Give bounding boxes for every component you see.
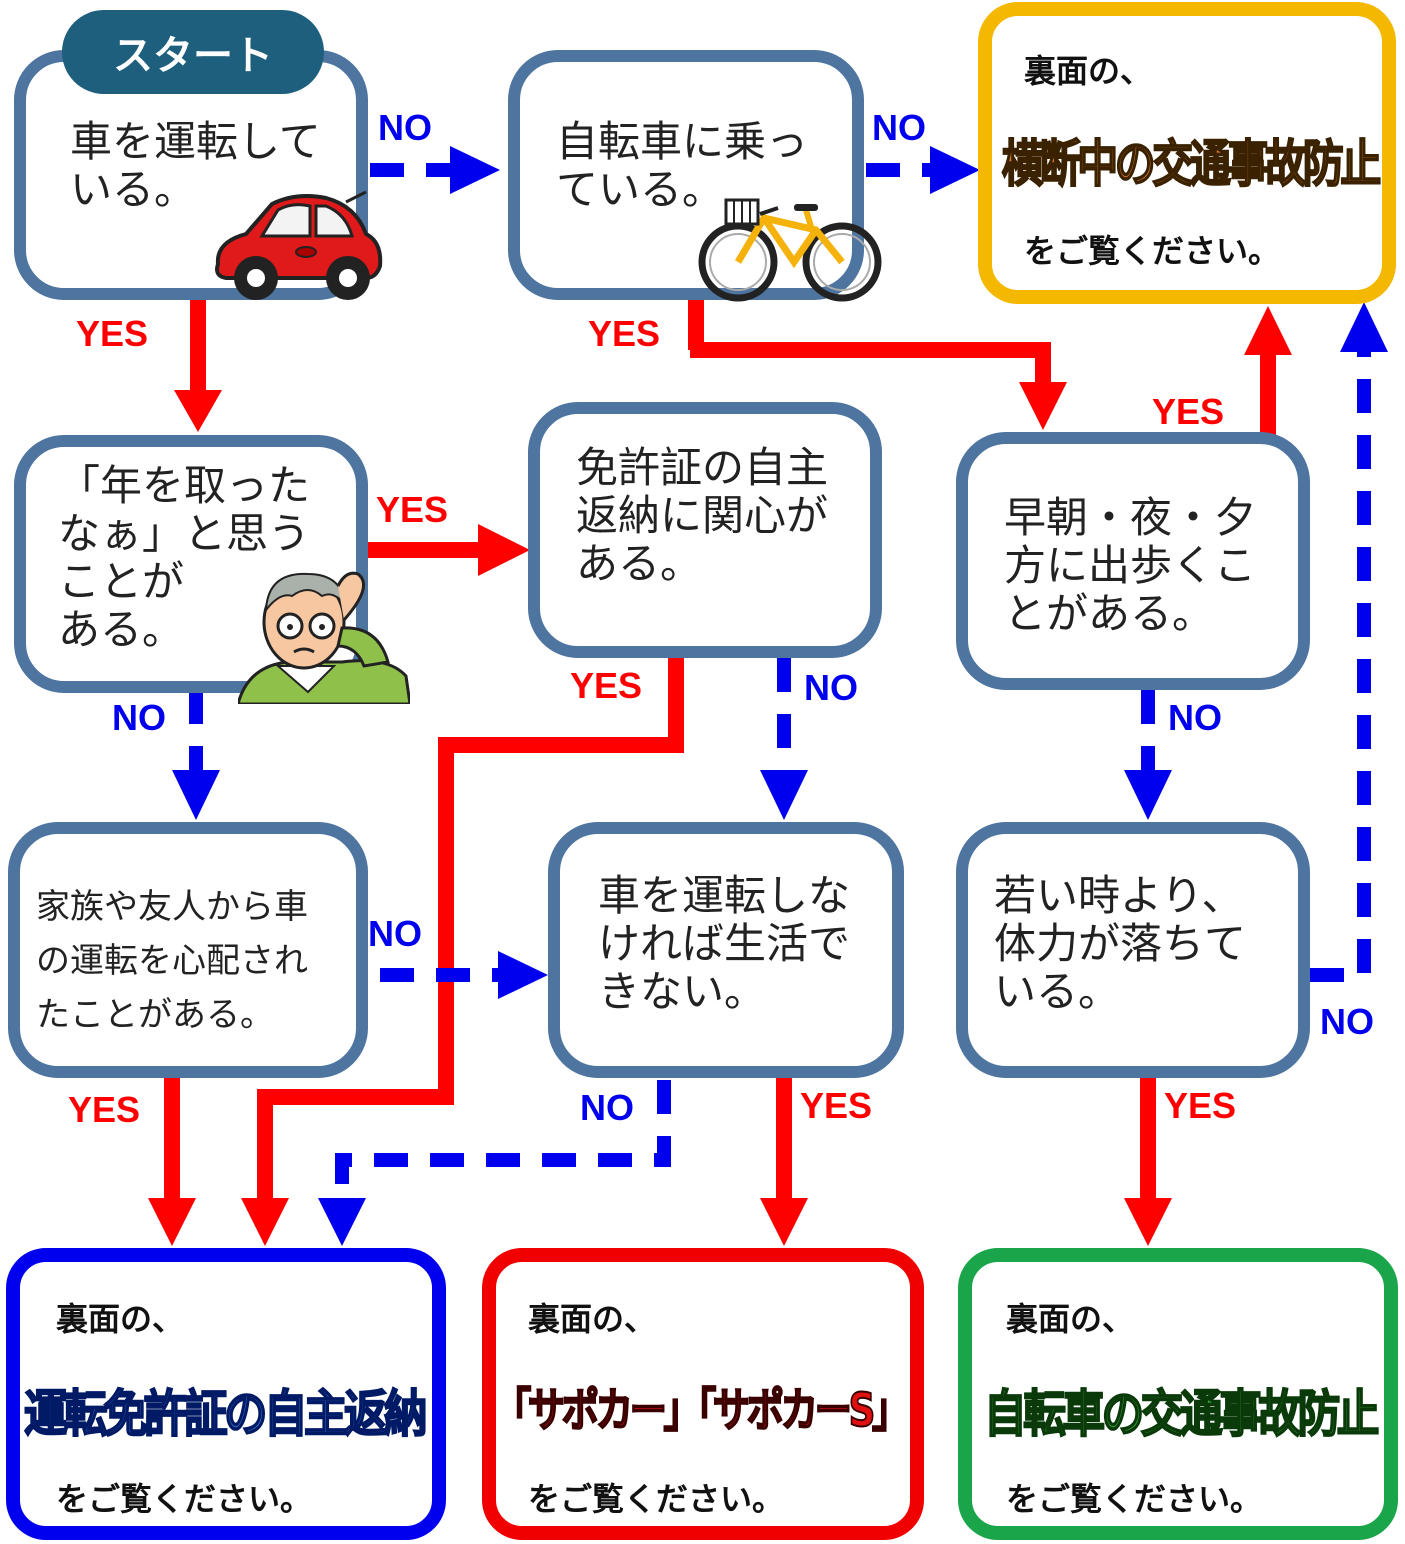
result-crossing-box bbox=[978, 2, 1396, 304]
label-yes-getting-old: YES bbox=[376, 489, 449, 530]
label-no-stamina: NO bbox=[1320, 1001, 1374, 1042]
car-illustration bbox=[215, 190, 383, 300]
question-driving-text: 車を運転して いる。 bbox=[70, 117, 321, 214]
result-bicycle-safety-title: 自転車の交通事故防止 bbox=[983, 1384, 1380, 1444]
result-support-car-prefix: 裏面の、 bbox=[528, 1300, 657, 1338]
result-support-car-title: 「サポカー」「サポカーS」 bbox=[493, 1382, 910, 1438]
result-crossing-suffix: をご覧ください。 bbox=[1024, 232, 1281, 270]
label-no-outing: NO bbox=[1168, 697, 1222, 738]
label-no-need-car: NO bbox=[580, 1087, 634, 1128]
question-family-worry-text: 家族や友人から車 の運転を心配され たことがある。 bbox=[36, 887, 308, 1035]
question-outing-box bbox=[956, 432, 1310, 690]
result-license-box bbox=[6, 1248, 446, 1540]
result-bicycle-safety-suffix: をご覧ください。 bbox=[1006, 1480, 1263, 1518]
start-badge: スタート bbox=[62, 10, 324, 94]
elderly-man-illustration bbox=[238, 571, 410, 704]
question-getting-old-text: 「年を取った なぁ」と思う ことが ある。 bbox=[58, 461, 311, 654]
question-need-car-box bbox=[548, 822, 904, 1078]
label-yes-bicycle: YES bbox=[588, 313, 661, 354]
yes-arrowheads bbox=[148, 306, 1292, 1246]
question-license-interest-box bbox=[528, 402, 882, 658]
label-yes-stamina: YES bbox=[1164, 1085, 1237, 1126]
question-stamina-box bbox=[956, 822, 1310, 1078]
question-license-interest-text: 免許証の自主 返納に関心が ある。 bbox=[576, 443, 829, 588]
yes-connectors bbox=[164, 300, 1276, 1200]
label-yes-outing: YES bbox=[1152, 391, 1225, 432]
result-bicycle-safety-prefix: 裏面の、 bbox=[1006, 1300, 1135, 1338]
result-license-suffix: をご覧ください。 bbox=[56, 1480, 313, 1518]
result-bicycle-safety-box bbox=[958, 1248, 1398, 1540]
label-no-getting-old: NO bbox=[112, 697, 166, 738]
result-crossing-prefix: 裏面の、 bbox=[1024, 52, 1153, 90]
result-license-title: 運転免許証の自主返納 bbox=[23, 1384, 428, 1444]
question-bicycle-box bbox=[508, 50, 864, 300]
no-arrowheads bbox=[172, 146, 1388, 1246]
result-support-car-box bbox=[482, 1248, 924, 1540]
label-yes-family-worry: YES bbox=[68, 1089, 141, 1130]
label-no-driving: NO bbox=[378, 107, 432, 148]
question-need-car-text: 車を運転しな ければ生活で きない。 bbox=[598, 871, 851, 1016]
question-family-worry-box bbox=[8, 822, 368, 1078]
question-outing-text: 早朝・夜・夕 方に出歩くこ とがある。 bbox=[1004, 493, 1257, 638]
label-no-license-interest: NO bbox=[804, 667, 858, 708]
no-connectors bbox=[189, 163, 1371, 1200]
result-crossing-title: 横断中の交通事故防止 bbox=[1001, 134, 1382, 194]
label-yes-driving: YES bbox=[76, 313, 149, 354]
label-no-family-worry: NO bbox=[368, 913, 422, 954]
result-license-prefix: 裏面の、 bbox=[56, 1300, 185, 1338]
bicycle-illustration bbox=[698, 198, 882, 302]
result-support-car-suffix: をご覧ください。 bbox=[528, 1480, 785, 1518]
label-no-bicycle: NO bbox=[872, 107, 926, 148]
question-bicycle-text: 自転車に乗っ ている。 bbox=[556, 117, 809, 214]
label-yes-need-car: YES bbox=[800, 1085, 873, 1126]
label-yes-license-interest: YES bbox=[570, 665, 643, 706]
question-stamina-text: 若い時より、 体力が落ちて いる。 bbox=[994, 871, 1247, 1016]
